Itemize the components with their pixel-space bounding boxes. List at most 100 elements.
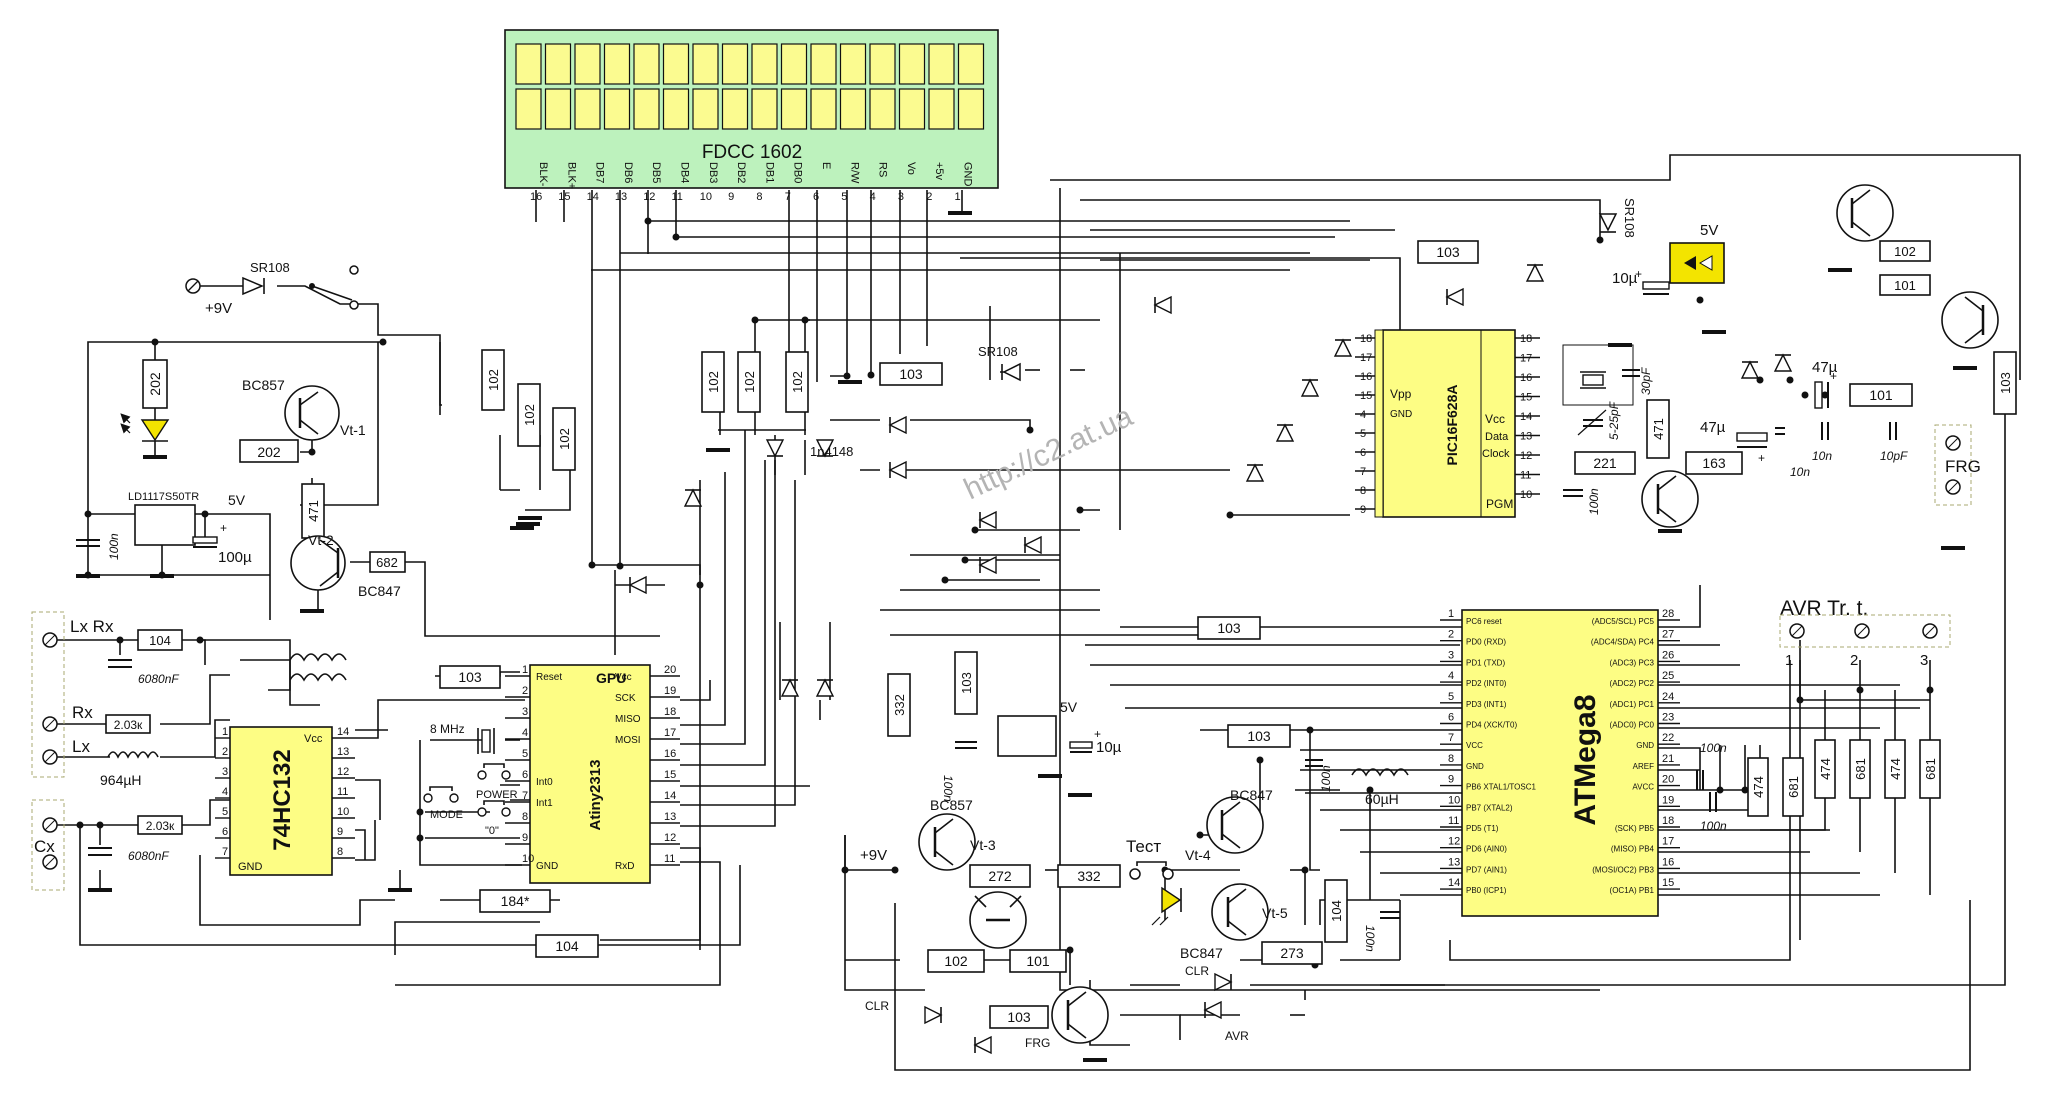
power-switch[interactable] [309,265,359,310]
junction-dot [1026,426,1034,434]
lcd-pin-number: 6 [813,191,819,203]
lcd-pin-name: E [820,162,832,169]
resistor-103-b3-label: 103 [1007,1009,1031,1025]
transistor-bottom-2 [1051,986,1109,1044]
resistor-202-led: 202 [142,359,168,409]
diode [815,678,835,697]
lcd-cell [869,88,896,130]
svg-text:+: + [1758,451,1765,465]
atmega-pin-number: 21 [1662,753,1674,765]
gpu-pin-name: RxD [615,861,634,872]
c6080-b-label: 6080nF [128,849,169,863]
pic-pin-right: 13 [1520,431,1532,443]
lcd-cell [780,88,808,130]
zero-button[interactable]: "0" [477,800,511,837]
pic-pin-right: 16 [1520,372,1532,384]
avr-2-label: 2 [1850,652,1858,669]
atmega-pin-name: (MISO) PB4 [1611,845,1655,854]
capacitor-10n-a: 10n [1812,422,1832,463]
lcd-pin-number: 2 [926,191,932,203]
gpu-pin-number: 12 [664,832,676,844]
pic-clock: Clock [1482,448,1510,460]
pic-vpp: Vpp [1390,387,1412,401]
resistor-474-b: 474 [1814,739,1836,799]
lcd-pin-name: GND [962,162,974,187]
resistor-103-reset-label: 103 [458,669,482,685]
atmega-pin-number: 22 [1662,732,1674,744]
atmega-pin-name: PC6 reset [1466,617,1502,626]
resistor-103-vo: 103 [879,362,943,386]
resistor-102-e-label: 102 [742,371,757,393]
lx-rx-label: Lx Rx [70,617,114,636]
atmega-pin-name: (OC1A) PB1 [1610,886,1655,895]
power-label: POWER [476,789,518,801]
atmega-pin-name: (ADC5/SCL) PC5 [1592,617,1655,626]
diode [683,488,703,507]
resistor-474-c: 474 [1884,739,1906,799]
resistor-103-pic-top: 103 [1417,240,1479,264]
junction-dot [1066,946,1074,954]
terminal-block-lx-rx: Lx Rx Rx Lx [31,611,114,778]
junction-dot [867,371,875,379]
capacitor-30p: 30pF [1622,367,1653,395]
gpu-title: GPU [596,670,626,686]
pic-pgm: PGM [1486,497,1513,511]
svg-text:+: + [1830,369,1837,383]
transistor-top-right-1 [1836,184,1894,242]
power-button[interactable]: POWER [476,763,518,801]
mode-button[interactable]: MODE [423,786,463,821]
pic-pin-right: 17 [1520,353,1532,365]
gpu-part: Atiny2313 [587,760,604,831]
junction-dot [644,217,652,225]
transistor-vt2: Vt-2 BC847 [290,532,401,599]
pic-pin-right: 10 [1520,489,1532,501]
hc132-vcc-label: Vcc [304,733,323,745]
resistor-332-v: 332 [887,673,911,737]
atmega-pin-name: (ADC1) PC1 [1610,700,1655,709]
lcd-cell [898,43,926,85]
capacitor-100n-aref: 100n [1696,741,1727,790]
gpu-pin-number: 11 [664,853,675,865]
test-button[interactable]: Тест [1126,837,1174,880]
lcd-cell [544,88,572,130]
pic-gnd: GND [1390,409,1412,420]
l964-label: 964µH [100,772,142,788]
atmega-pin-number: 6 [1448,712,1454,724]
diode [978,555,997,575]
atmega-pin-number: 9 [1448,774,1454,786]
pic-pin-left: 6 [1360,447,1366,459]
resistor-474-a: 474 [1747,757,1769,817]
capacitor-100n-avcc: 100n [1700,792,1727,833]
junction-dot [76,821,84,829]
chip-pic16f628a: PIC16F628A Vpp GND Vcc Data Clock PGM 18… [1355,329,1540,518]
transistor-vt1: BC857 Vt-1 [242,377,366,441]
lcd-pin-name: DB5 [650,162,662,183]
atmega-pin-number: 28 [1662,608,1674,620]
atmega-pin-number: 18 [1662,815,1674,827]
hc132-part-label: 74HC132 [269,749,296,850]
lcd-pin-number: 3 [898,191,904,203]
junction-dot [1821,391,1829,399]
resistor-332-h: 332 [1057,864,1121,888]
diode [628,575,647,595]
resistor-102-d: 102 [701,351,725,413]
hc132-pin-right: 9 [337,826,343,838]
c100n-aref-label: 100n [1700,741,1727,755]
resistor-102-q-label: 102 [1894,244,1916,259]
resistor-102-b-label: 102 [522,404,537,426]
junction-dot [379,338,387,346]
atmega-pin-number: 13 [1448,856,1460,868]
c47u-a-label: 47µ [1812,359,1838,376]
transistor-vt4: BC847 Vt-4 [1185,787,1273,863]
atmega-pin-number: 3 [1448,649,1454,661]
pic-pin-right: 18 [1520,333,1532,345]
c30p-label: 30pF [1639,367,1653,395]
svg-text:+: + [1635,267,1642,281]
gpu-pin-number: 9 [522,832,528,844]
atmega-pin-number: 26 [1662,649,1674,661]
resistor-474-c-label: 474 [1888,758,1903,780]
resistor-101-q-label: 101 [1894,278,1916,293]
